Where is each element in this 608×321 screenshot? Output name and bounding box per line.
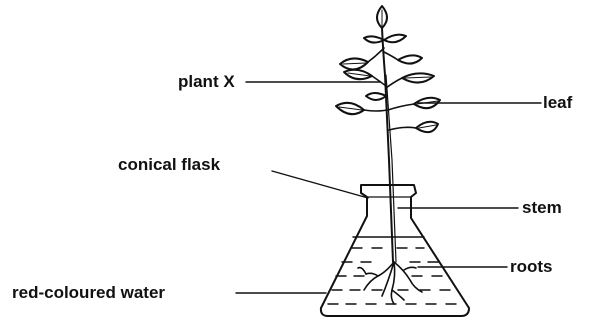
conical-flask-shape [321,185,469,316]
label-conical-flask: conical flask [118,156,220,173]
label-red-coloured-water: red-coloured water [12,284,165,301]
label-leaf: leaf [543,94,572,111]
plant-leaves [336,6,440,132]
leader-line-flask [272,171,368,198]
label-plant-x: plant X [178,73,235,90]
label-stem: stem [522,199,562,216]
label-roots: roots [510,258,553,275]
plant-roots [358,262,422,304]
plant-branches [364,48,416,130]
